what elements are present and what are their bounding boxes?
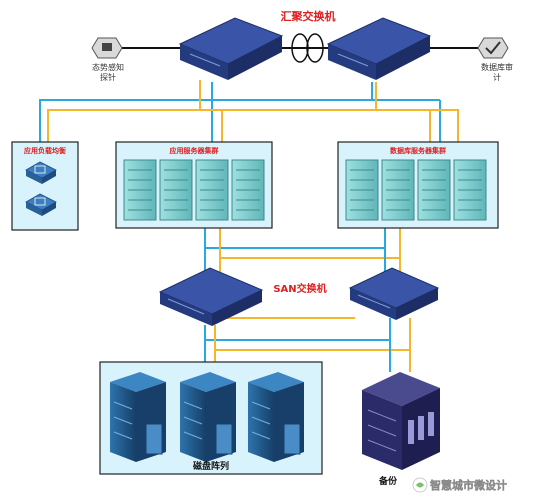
disk-array-panel: 磁盘阵列: [99, 361, 323, 475]
app-cluster-label: 应用服务器集群: [170, 146, 219, 155]
db-server-rack: [381, 159, 415, 221]
app-server-cluster-panel: 应用服务器集群: [115, 141, 273, 229]
app-server-rack: [159, 159, 193, 221]
san-switch-right: [348, 267, 440, 320]
trunk-bundle-ellipse: [291, 33, 309, 63]
backup-label: 备份: [378, 475, 398, 487]
lower-rails: [204, 318, 411, 372]
connections: [39, 33, 490, 372]
db-server-rack: [345, 159, 379, 221]
situational-probe: 态势感知 探针: [91, 37, 124, 82]
probe-label-line2: 探针: [100, 72, 116, 82]
load-balancer-unit: [25, 193, 57, 216]
audit-label-line1: 数据库审: [481, 62, 513, 72]
app-server-rack: [231, 159, 265, 221]
san-switch-label: SAN交换机: [273, 282, 326, 295]
database-audit: 数据库审 计: [477, 37, 513, 82]
load-balancer-label: 应用负载均衡: [24, 146, 66, 155]
backup-device: 备份: [362, 372, 440, 487]
db-cluster-label: 数据库服务器集群: [390, 146, 446, 155]
audit-icon: [477, 37, 509, 59]
app-server-rack: [123, 159, 157, 221]
core-switch-right: [326, 17, 432, 80]
disk-array-unit: [110, 372, 166, 462]
probe-label-line1: 态势感知: [92, 62, 124, 72]
db-server-cluster-panel: 数据库服务器集群: [337, 141, 499, 229]
load-balancer-panel: 应用负载均衡: [11, 141, 79, 231]
disk-array-label: 磁盘阵列: [193, 460, 229, 472]
trunk-bundle-ellipse: [306, 33, 324, 63]
upper-rails: [39, 80, 459, 142]
audit-label-line2: 计: [493, 72, 501, 82]
watermark-text: 智慧城市微设计: [430, 478, 507, 492]
san-switch-left: [158, 267, 264, 326]
app-server-rack: [195, 159, 229, 221]
middle-rails: [204, 228, 401, 319]
disk-array-unit: [248, 372, 304, 462]
db-server-rack: [417, 159, 451, 221]
core-switch-left: [178, 17, 284, 80]
disk-array-unit: [180, 372, 236, 462]
core-switch-label: 汇聚交换机: [281, 9, 336, 23]
watermark: 智慧城市微设计: [412, 477, 507, 493]
db-server-rack: [453, 159, 487, 221]
load-balancer-unit: [25, 161, 57, 184]
